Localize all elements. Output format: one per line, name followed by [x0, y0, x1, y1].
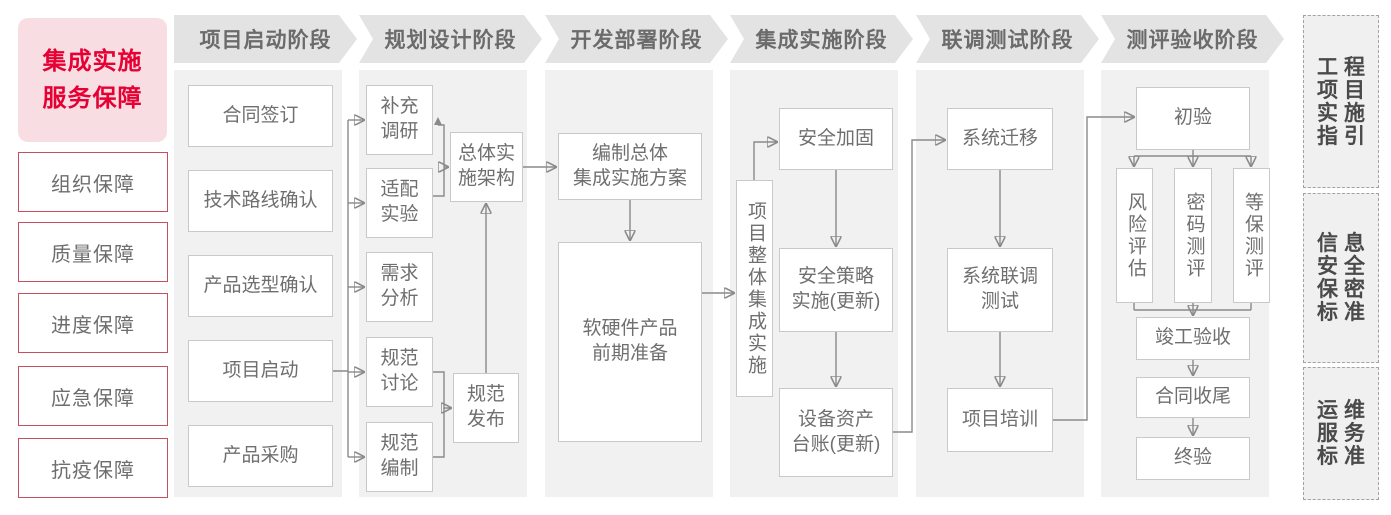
node-overall-project-integration: 项目整体集成实施	[736, 180, 773, 397]
standard-word: 运维	[1317, 399, 1371, 422]
phase-label: 开发部署阶段	[570, 29, 703, 52]
phase-label: 项目启动阶段	[199, 29, 332, 52]
node-hw-sw-preparation: 软硬件产品 前期准备	[558, 242, 702, 442]
standard-word: 实施	[1317, 101, 1371, 125]
node-spec-discussion: 规范 讨论	[366, 337, 433, 407]
node-supplementary-research: 补充 调研	[366, 85, 433, 155]
node-crypto-evaluation: 密码测评	[1174, 168, 1212, 303]
node-asset-ledger-update: 设备资产 台账(更新)	[779, 388, 893, 477]
phase-chevron-development: 开发部署阶段	[545, 15, 728, 63]
phase-label: 测评验收阶段	[1126, 29, 1259, 52]
node-product-procurement: 产品采购	[188, 425, 333, 487]
node-security-hardening: 安全加固	[779, 108, 893, 170]
phase-label: 联调测试阶段	[941, 29, 1074, 52]
node-project-kickoff: 项目启动	[188, 340, 333, 402]
node-final-acceptance: 终验	[1136, 437, 1250, 480]
standard-word: 安全	[1317, 255, 1371, 278]
sidebar-item-schedule: 进度保障	[18, 293, 168, 353]
node-spec-drafting: 规范 编制	[366, 422, 433, 492]
phase-label: 规划设计阶段	[384, 29, 517, 52]
node-system-migration: 系统迁移	[947, 108, 1053, 170]
standard-word: 工程	[1317, 55, 1371, 79]
standard-project-implementation-guide: 工程 项目 实施 指引	[1303, 15, 1379, 188]
phase-chevron-acceptance: 测评验收阶段	[1101, 15, 1284, 63]
sidebar-item-organization: 组织保障	[18, 152, 168, 212]
standard-operation-maintenance-service: 运维 服务 标准	[1303, 367, 1379, 500]
standard-word: 项目	[1317, 78, 1371, 102]
standard-word: 信息	[1317, 232, 1371, 255]
node-requirement-analysis: 需求 分析	[366, 252, 433, 322]
node-overall-impl-architecture: 总体实 施架构	[450, 132, 523, 202]
sidebar-title: 集成实施 服务保障	[18, 18, 167, 142]
sidebar-item-quality: 质量保障	[18, 222, 168, 282]
node-completion-acceptance: 竣工验收	[1136, 317, 1250, 360]
node-product-selection-confirm: 产品选型确认	[188, 255, 333, 317]
node-risk-assessment: 风险评估	[1116, 168, 1153, 303]
standard-word: 服务	[1317, 422, 1371, 445]
node-project-training: 项目培训	[947, 388, 1053, 452]
node-initial-acceptance: 初验	[1136, 87, 1250, 150]
standard-word: 保密	[1317, 278, 1371, 301]
node-security-policy-impl: 安全策略 实施(更新)	[779, 248, 893, 332]
phase-chevron-joint-test: 联调测试阶段	[916, 15, 1099, 63]
standard-word: 指引	[1317, 124, 1371, 148]
standard-info-security-confidentiality: 信息 安全 保密 标准	[1303, 193, 1379, 363]
node-mlps-evaluation: 等保测评	[1233, 168, 1270, 303]
node-contract-closing: 合同收尾	[1136, 377, 1250, 418]
node-overall-integration-plan: 编制总体 集成实施方案	[558, 133, 702, 200]
sidebar-item-emergency: 应急保障	[18, 366, 168, 426]
sidebar-item-antiepidemic: 抗疫保障	[18, 438, 168, 498]
phase-chevron-kickoff: 项目启动阶段	[174, 15, 357, 63]
node-adaptation-test: 适配 实验	[366, 168, 433, 238]
standard-word: 标准	[1317, 445, 1371, 468]
node-system-joint-testing: 系统联调 测试	[947, 248, 1053, 332]
phase-chevron-integration: 集成实施阶段	[730, 15, 913, 63]
node-contract-signing: 合同签订	[188, 85, 333, 147]
node-tech-route-confirm: 技术路线确认	[188, 170, 333, 232]
standard-word: 标准	[1317, 301, 1371, 324]
phase-label: 集成实施阶段	[755, 29, 888, 52]
node-spec-release: 规范 发布	[453, 373, 519, 443]
phase-chevron-planning: 规划设计阶段	[359, 15, 542, 63]
